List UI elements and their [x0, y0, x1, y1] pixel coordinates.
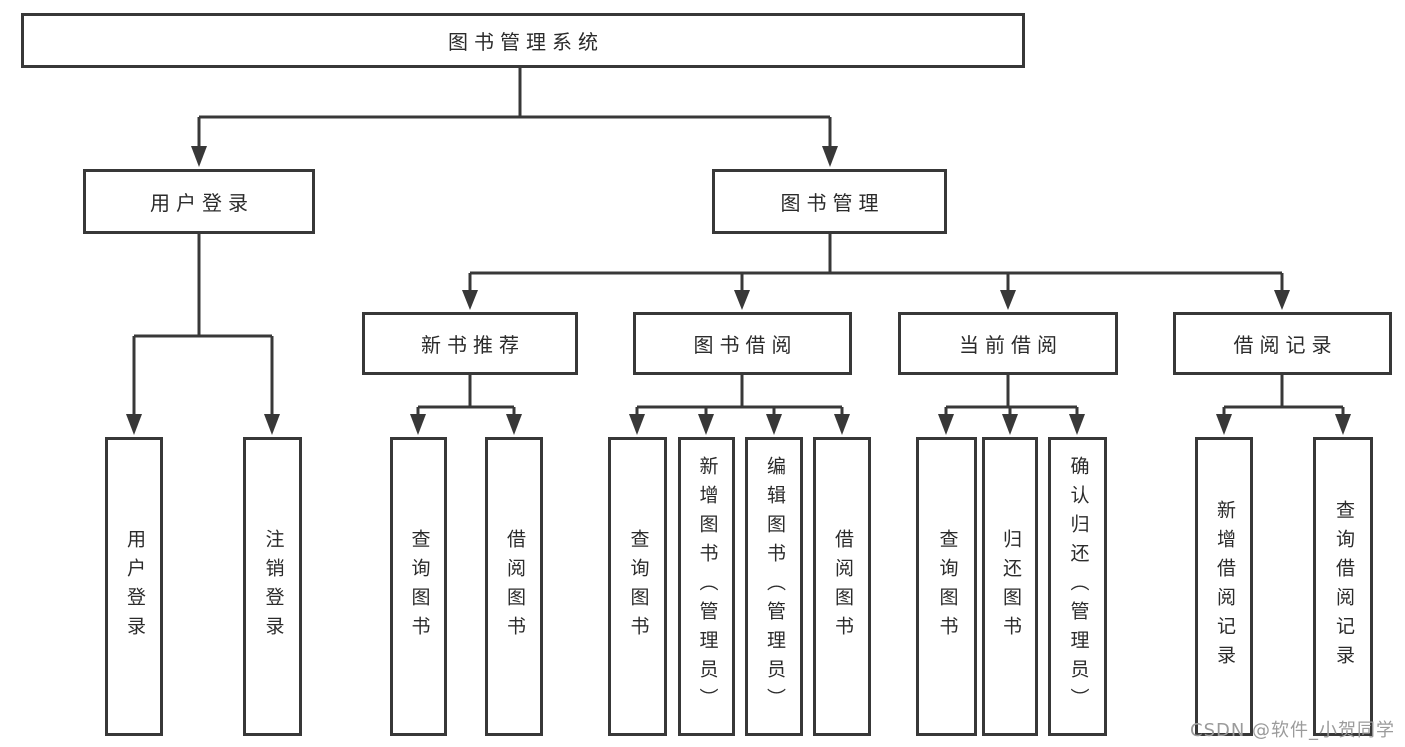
group-book-borrow: 图书借阅 — [633, 312, 852, 375]
leaf-user-login: 用户登录 — [105, 437, 163, 736]
csdn-watermark: CSDN @软件_小贺同学 — [1190, 720, 1396, 741]
leaf-current-return-book: 归还图书 — [982, 437, 1038, 736]
branch-book-management: 图书管理 — [712, 169, 947, 234]
leaf-borrow-borrow-book: 借阅图书 — [813, 437, 871, 736]
root-node-system-title: 图书管理系统 — [21, 13, 1025, 68]
arrowhead-icons — [126, 146, 1351, 435]
leaf-borrow-edit-book-admin: 编辑图书（管理员） — [745, 437, 803, 736]
leaf-current-confirm-return-admin: 确认归还（管理员） — [1048, 437, 1107, 736]
leaf-record-query-borrow-record: 查询借阅记录 — [1313, 437, 1373, 736]
leaf-newrec-query-book: 查询图书 — [390, 437, 447, 736]
group-new-book-recommend: 新书推荐 — [362, 312, 578, 375]
group-borrow-records: 借阅记录 — [1173, 312, 1392, 375]
leaf-newrec-borrow-book: 借阅图书 — [485, 437, 543, 736]
leaf-current-query-book: 查询图书 — [916, 437, 977, 736]
leaf-logout-login: 注销登录 — [243, 437, 302, 736]
branch-user-login: 用户登录 — [83, 169, 315, 234]
leaf-borrow-add-book-admin: 新增图书（管理员） — [678, 437, 735, 736]
group-current-borrow: 当前借阅 — [898, 312, 1118, 375]
leaf-record-add-borrow-record: 新增借阅记录 — [1195, 437, 1253, 736]
leaf-borrow-query-book: 查询图书 — [608, 437, 667, 736]
tree-connector-lines — [132, 68, 1345, 415]
